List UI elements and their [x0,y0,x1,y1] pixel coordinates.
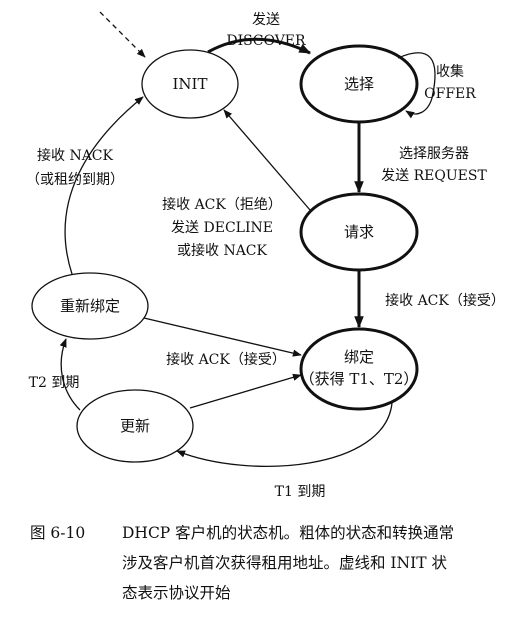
state-bound-label: 绑定 [344,348,374,366]
start-dashed-arrow [99,11,146,58]
label-lease-expire: （或租约到期） [26,172,124,188]
arrow-rebind-init [64,96,144,275]
caption-number: 图 6-10 [30,524,86,542]
arrow-bound-renew [176,402,393,467]
dhcp-state-diagram: INIT 选择 请求 绑定 （获得 T1、T2） 重新绑定 更新 发送 DISC… [26,11,505,500]
state-bound-timers: （获得 T1、T2） [300,370,419,388]
label-ack-reject: 接收 ACK（拒绝） [162,196,282,213]
label-collect: 收集 [436,63,464,80]
state-bound [299,327,419,411]
arrow-renew-bound [189,373,302,409]
label-t2-expire: T2 到期 [29,375,80,391]
label-send: 发送 [252,12,280,28]
state-init [141,49,239,119]
arrow-renew-rebind [59,338,81,411]
caption-line-2: 涉及客户机首次获得租用地址。虚线和 INIT 状 [122,554,448,572]
arrow-rebind-bound [143,317,302,357]
label-recv-nack: 接收 NACK [37,147,114,164]
label-send-request: 发送 REQUEST [381,168,487,184]
label-discover: DISCOVER [226,33,306,49]
caption-line-1: DHCP 客户机的状态机。粗体的状态和转换通常 [122,524,455,542]
state-select-label: 选择 [344,75,374,93]
label-t1-expire: T1 到期 [275,484,326,500]
label-ack-accept-renew: 接收 ACK（接受） [166,351,286,368]
state-renew-label: 更新 [120,417,150,435]
arrow-request-init [223,109,311,211]
arrow-discover [207,37,312,55]
label-send-decline: 发送 DECLINE [171,220,273,236]
state-renew [76,389,194,463]
state-rebind-label: 重新绑定 [60,297,120,315]
caption-line-3: 态表示协议开始 [122,584,231,602]
state-request-label: 请求 [344,223,374,241]
label-offer: OFFER [424,86,476,102]
label-or-nack: 或接收 NACK [177,242,268,259]
label-ack-accept-request: 接收 ACK（接受） [385,292,505,309]
arrow-collect-offer [397,52,436,119]
state-init-label: INIT [173,75,208,93]
label-select-server: 选择服务器 [399,146,469,162]
state-rebind [31,272,149,340]
